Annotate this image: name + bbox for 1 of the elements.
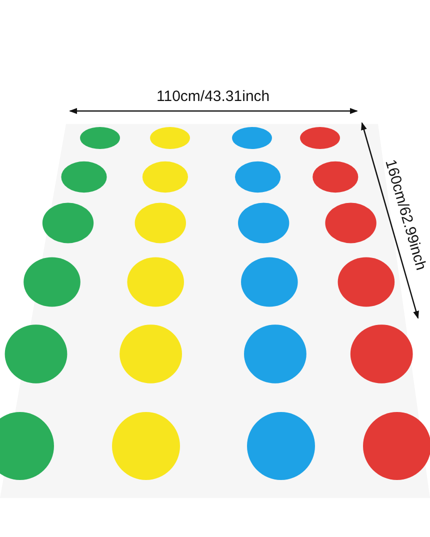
- dimension-label: 110cm/43.31inch: [156, 88, 270, 106]
